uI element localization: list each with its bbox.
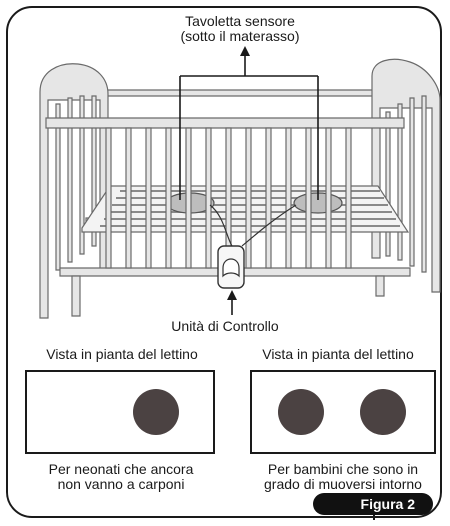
crib-back-top-rail <box>69 89 381 97</box>
sensor-callout-lines <box>179 52 319 200</box>
caption-infant-line1: Per neonati che ancora <box>48 461 194 477</box>
sensor-label: Tavoletta sensore (sotto il materasso) <box>140 14 340 44</box>
sensor-label-line2: (sotto il materasso) <box>180 28 300 44</box>
plan-sensor-pad <box>360 389 406 435</box>
plan-title-right: Vista in pianta del lettino <box>262 346 414 362</box>
control-unit-label: Unità di Controllo <box>171 318 279 334</box>
caption-infant-line2: non vanno a carponi <box>57 476 185 492</box>
plan-title-left: Vista in pianta del lettino <box>46 346 198 362</box>
crib-left-post <box>39 63 109 319</box>
crib-front-top-rail <box>45 117 405 129</box>
caption-infant: Per neonati che ancora non vanno a carpo… <box>28 462 214 492</box>
crib-front-left-leg <box>71 275 81 317</box>
sensor-label-line1: Tavoletta sensore <box>185 13 295 29</box>
crib-front-right-leg <box>375 275 385 297</box>
figure-badge: Figura 2 <box>313 493 433 515</box>
control-unit-device <box>217 245 245 289</box>
plan-view-infant <box>25 370 215 454</box>
caption-toddler-line2: grado di muoversi intorno <box>264 476 422 492</box>
caption-toddler: Per bambini che sono in grado di muovers… <box>238 462 448 492</box>
control-arrow-icon <box>227 290 237 300</box>
plan-view-toddler <box>250 370 436 454</box>
sensor-cable <box>209 204 297 247</box>
crib-right-post <box>371 58 441 293</box>
sensor-arrow-icon <box>240 46 250 56</box>
figure-frame <box>6 6 442 518</box>
caption-toddler-line1: Per bambini che sono in <box>267 461 419 477</box>
plan-sensor-pad <box>278 389 324 435</box>
plan-sensor-pad <box>133 389 179 435</box>
